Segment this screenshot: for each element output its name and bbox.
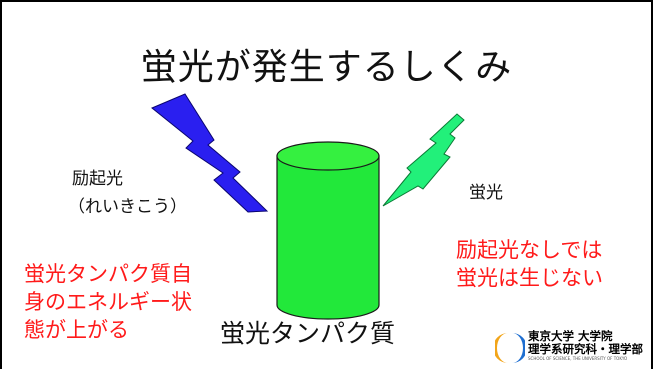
energy-note: 蛍光タンパク質自 身のエネルギー状 態が上がる [24,260,192,344]
excitation-light-reading: （れいきこう） [68,197,187,217]
protein-label: 蛍光タンパク質 [220,319,396,348]
energy-note-line: 蛍光タンパク質自 [24,262,192,286]
excitation-light-label: 励起光 [72,169,123,189]
no-excitation-note-line: 励起光なしでは [456,238,603,262]
fluorescence-label: 蛍光 [469,183,503,203]
energy-note-line: 態が上がる [24,318,129,342]
no-excitation-note-line: 蛍光は生じない [456,266,603,290]
excitation-light-bolt [151,93,269,213]
logo-line-1: 東京大学 大学院 [528,329,613,343]
university-logo: 東京大学 大学院 理学系研究科・理学部 SCHOOL OF SCIENCE, T… [495,330,645,368]
protein-cylinder [276,141,380,320]
energy-note-line: 身のエネルギー状 [24,290,192,314]
logo-line-2: 理学系研究科・理学部 [528,342,643,356]
slide-title: 蛍光が発生するしくみ [140,47,513,88]
fluorescence-bolt [382,113,465,207]
university-emblem-icon [495,333,525,363]
no-excitation-note: 励起光なしでは 蛍光は生じない [456,236,603,292]
logo-line-3: SCHOOL OF SCIENCE, THE UNIVERSITY OF TOK… [528,356,628,361]
